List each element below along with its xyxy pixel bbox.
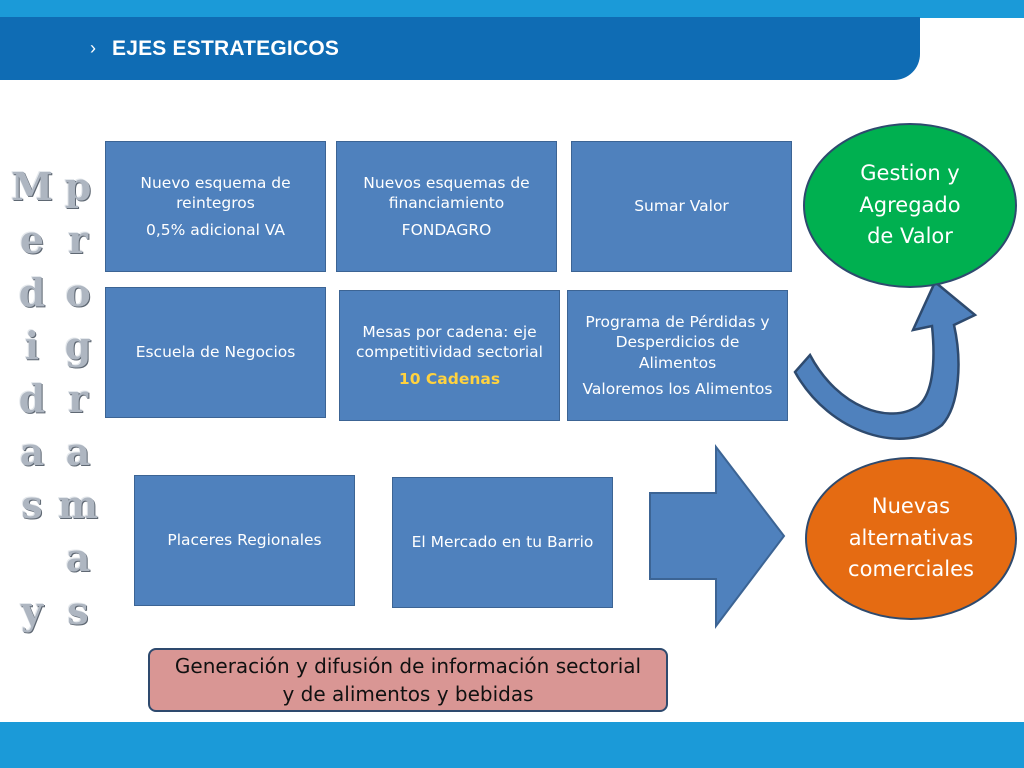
page-title: EJES ESTRATEGICOS	[112, 37, 340, 60]
box-subtitle: FONDAGRO	[401, 220, 492, 239]
box-highlight: 10 Cadenas	[398, 369, 501, 388]
box-subtitle: Valoremos los Alimentos	[582, 379, 773, 398]
box-placeres-regionales: Placeres Regionales	[134, 475, 355, 606]
vertical-letter: p	[64, 164, 92, 209]
vertical-letter: a	[65, 429, 91, 474]
box-escuela-de-negocios: Escuela de Negocios	[105, 287, 326, 418]
curved-up-arrow	[793, 280, 978, 440]
info-line-1: Generación y difusión de información sec…	[174, 654, 642, 678]
info-line-2: y de alimentos y bebidas	[282, 682, 534, 706]
vertical-letter: i	[24, 323, 40, 368]
box-mercado-en-tu-barrio: El Mercado en tu Barrio	[392, 477, 613, 608]
box-title: Escuela de Negocios	[135, 343, 296, 362]
box-subtitle: 0,5% adicional VA	[145, 220, 286, 239]
box-title: Sumar Valor	[634, 197, 729, 216]
box-nuevos-esquemas-financiamiento: Nuevos esquemas de financiamiento FONDAG…	[336, 141, 557, 272]
ellipse-nuevas-alternativas: Nuevas alternativas comerciales	[805, 457, 1017, 620]
chevron-right-icon: ›	[90, 38, 96, 58]
vertical-letter: a	[19, 429, 45, 474]
top-accent-strip	[0, 0, 1024, 18]
box-sumar-valor: Sumar Valor	[571, 141, 792, 272]
vertical-letter: r	[67, 376, 89, 421]
box-title: Nuevo esquema de reintegros	[140, 174, 291, 213]
header-bar	[0, 17, 920, 80]
right-block-arrow	[649, 444, 786, 629]
vertical-letter: d	[18, 376, 46, 421]
ellipse-gestion-agregado-valor: Gestion y Agregado de Valor	[803, 123, 1017, 288]
vertical-letter: s	[21, 482, 43, 527]
vertical-letter: s	[67, 588, 89, 633]
vertical-label-medidas-y: M e d i d a s y	[10, 160, 54, 637]
vertical-letter: m	[57, 482, 99, 527]
ellipse-text: Gestion y Agregado de Valor	[859, 161, 961, 249]
box-title: Placeres Regionales	[167, 531, 322, 550]
vertical-letter: y	[20, 588, 44, 633]
box-title: Programa de Pérdidas y Desperdicios de A…	[585, 313, 770, 372]
box-mesas-por-cadena: Mesas por cadena: eje competitividad sec…	[339, 290, 560, 421]
vertical-label-programas: p r o g r a m a s	[58, 160, 98, 637]
vertical-letter: e	[19, 217, 45, 262]
vertical-letter: M	[10, 164, 54, 209]
vertical-letter: d	[18, 270, 46, 315]
box-programa-perdidas: Programa de Pérdidas y Desperdicios de A…	[567, 290, 788, 421]
vertical-letter: r	[67, 217, 89, 262]
vertical-letter: g	[64, 323, 92, 368]
box-title: Nuevos esquemas de financiamiento	[363, 174, 530, 213]
ellipse-text: Nuevas alternativas comerciales	[848, 494, 974, 582]
box-title: El Mercado en tu Barrio	[411, 533, 594, 552]
box-title: Mesas por cadena: eje competitividad sec…	[355, 323, 543, 362]
box-nuevo-esquema-reintegros: Nuevo esquema de reintegros 0,5% adicion…	[105, 141, 326, 272]
info-difusion-box: Generación y difusión de información sec…	[148, 648, 668, 712]
vertical-letter: a	[65, 535, 91, 580]
vertical-letter: o	[65, 270, 91, 315]
footer-bar	[0, 722, 1024, 768]
